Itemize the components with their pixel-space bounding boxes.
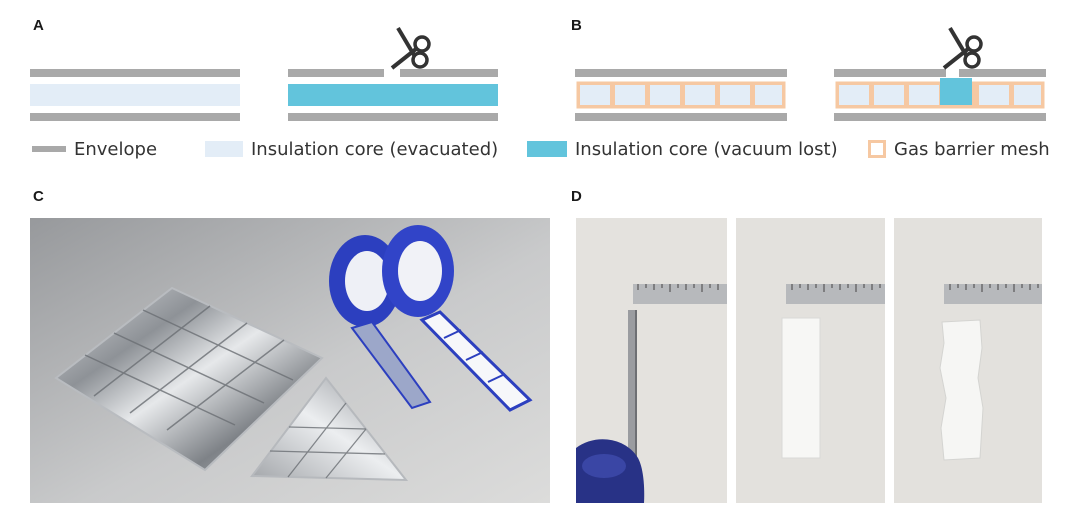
envelope-bottom — [834, 113, 1046, 121]
tape-roll-1 — [329, 235, 401, 327]
envelope-bottom — [288, 113, 498, 121]
cell — [580, 85, 610, 105]
tape-strip-2 — [419, 310, 533, 412]
scissors-icon — [942, 26, 983, 70]
legend-core-evacuated-label: Insulation core (evacuated) — [251, 138, 499, 160]
cell — [615, 85, 645, 105]
panel-label-c: C — [33, 188, 44, 205]
scissors-icon — [390, 26, 431, 70]
envelope-top — [30, 69, 240, 77]
envelope-top — [575, 69, 787, 77]
panel-b-intact-diagram — [575, 66, 789, 122]
legend-core-vacuum-lost-label: Insulation core (vacuum lost) — [575, 138, 838, 160]
envelope-top-left — [288, 69, 384, 77]
triangle-insulation-panel — [250, 376, 409, 482]
cell — [755, 85, 782, 105]
envelope-bottom — [575, 113, 787, 121]
cell — [909, 85, 939, 105]
cell — [839, 85, 869, 105]
cell — [874, 85, 904, 105]
panel-c-photo — [30, 218, 550, 503]
square-insulation-panel — [54, 286, 324, 472]
envelope-swatch — [32, 146, 66, 152]
cell — [650, 85, 680, 105]
legend-envelope-label: Envelope — [74, 138, 158, 160]
legend-gas-barrier-mesh-label: Gas barrier mesh — [894, 138, 1050, 160]
core-evacuated-swatch — [205, 141, 243, 157]
ruler — [786, 284, 885, 304]
panel-d-photo-1 — [576, 218, 727, 503]
envelope-bottom — [30, 113, 240, 121]
panel-d-photo-3 — [894, 218, 1042, 503]
panel-b-cut-diagram — [834, 20, 1048, 122]
panel-label-a: A — [33, 17, 44, 34]
ruler — [944, 284, 1042, 304]
cut-sample-clean — [781, 317, 821, 459]
cell — [720, 85, 750, 105]
tape-roll-2 — [382, 225, 454, 317]
envelope-top-left — [834, 69, 946, 77]
core-vacuum-lost — [288, 84, 498, 106]
envelope-top-right — [400, 69, 498, 77]
ruler — [633, 284, 727, 304]
gloved-hand — [576, 439, 645, 503]
knife-edge — [635, 310, 637, 500]
legend-core-vacuum-lost: Insulation core (vacuum lost) — [527, 136, 838, 162]
panel-a-cut-diagram — [288, 20, 500, 122]
cell — [1014, 85, 1041, 105]
mesh-frame — [576, 81, 786, 109]
legend-envelope: Envelope — [32, 136, 157, 162]
panel-d-photo-2 — [736, 218, 885, 503]
envelope-top-right — [959, 69, 1046, 77]
legend-gas-barrier-mesh: Gas barrier mesh — [868, 136, 1050, 162]
knife-blade — [628, 310, 637, 500]
legend-core-evacuated: Insulation core (evacuated) — [205, 136, 498, 162]
cell — [685, 85, 715, 105]
gas-barrier-mesh-swatch — [868, 140, 886, 158]
core-evacuated — [30, 84, 240, 106]
panel-label-d: D — [571, 188, 582, 205]
cell-vacuum-lost — [940, 78, 972, 105]
cut-sample-ragged — [939, 319, 984, 461]
core-vacuum-lost-swatch — [527, 141, 567, 157]
tape-strip-1 — [350, 320, 432, 410]
cell — [979, 85, 1009, 105]
panel-label-b: B — [571, 17, 582, 34]
panel-a-intact-diagram — [30, 66, 242, 122]
